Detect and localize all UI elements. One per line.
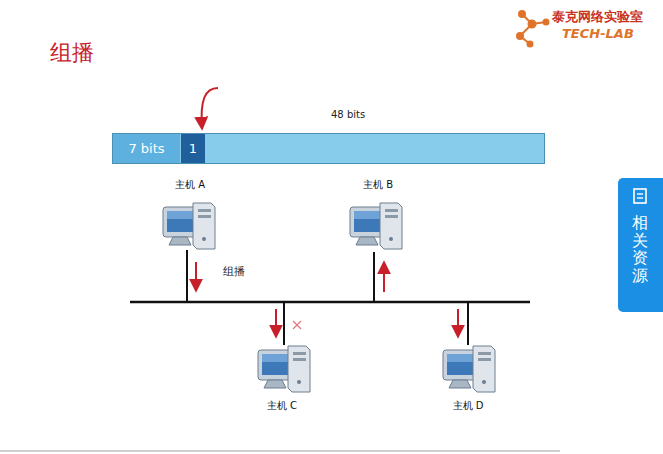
drop-cross — [293, 321, 301, 329]
computer-icon — [350, 203, 402, 249]
tab-text: 相关资源 — [632, 214, 648, 284]
drop-line — [373, 252, 375, 302]
bus-line — [130, 301, 530, 304]
computer-icon — [258, 346, 310, 392]
flow-arrow — [383, 263, 385, 292]
bit-count-label: 48 bits — [331, 109, 365, 120]
drop-line — [283, 302, 285, 345]
flow-arrow — [195, 262, 197, 290]
mac-address-bar: 48 bits7 bits1 — [112, 133, 545, 164]
host-name: 主机 B — [363, 178, 393, 192]
host-name: 主机 A — [175, 178, 205, 192]
logo-mark — [517, 11, 549, 47]
doc-icon — [632, 188, 648, 204]
flow-arrow — [457, 309, 459, 336]
host-label: 主机 B — [360, 178, 397, 192]
drop-line — [186, 250, 188, 302]
host-name: 主机 C — [267, 399, 297, 413]
computer-icon — [163, 203, 215, 249]
footer-rule — [0, 450, 560, 452]
drop-line — [467, 302, 469, 345]
multicast-bit: 1 — [181, 134, 205, 163]
flow-arrow — [275, 309, 277, 336]
slide-title: 组播 — [50, 38, 94, 68]
bit-text: 7 bits — [128, 141, 164, 156]
host-name: 主机 D — [453, 399, 484, 413]
logo-text: 泰克网络实验室 — [552, 8, 643, 26]
bit-text: 1 — [189, 141, 197, 156]
flow-label: 组播 — [223, 264, 245, 279]
host-label: 主机 A — [172, 178, 209, 192]
host-label: 主机 D — [450, 399, 487, 413]
bit-segment: 7 bits — [113, 134, 180, 163]
pointer-arrow — [202, 88, 218, 128]
computer-icon — [443, 346, 495, 392]
resource-tab: 相关资源 — [618, 178, 663, 312]
logo-subtext: TECH-LAB — [562, 26, 634, 41]
host-label: 主机 C — [264, 399, 301, 413]
